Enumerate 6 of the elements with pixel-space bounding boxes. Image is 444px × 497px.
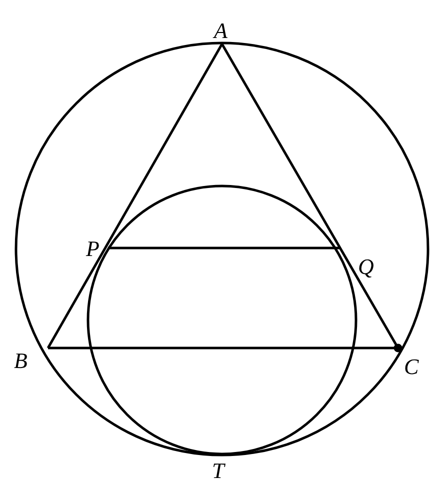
point-label: Q xyxy=(358,256,374,278)
point-label: T xyxy=(212,460,224,482)
point-label: A xyxy=(214,20,228,42)
point-label: C xyxy=(404,356,419,378)
point-label: B xyxy=(14,350,28,372)
point-label: P xyxy=(86,238,100,260)
